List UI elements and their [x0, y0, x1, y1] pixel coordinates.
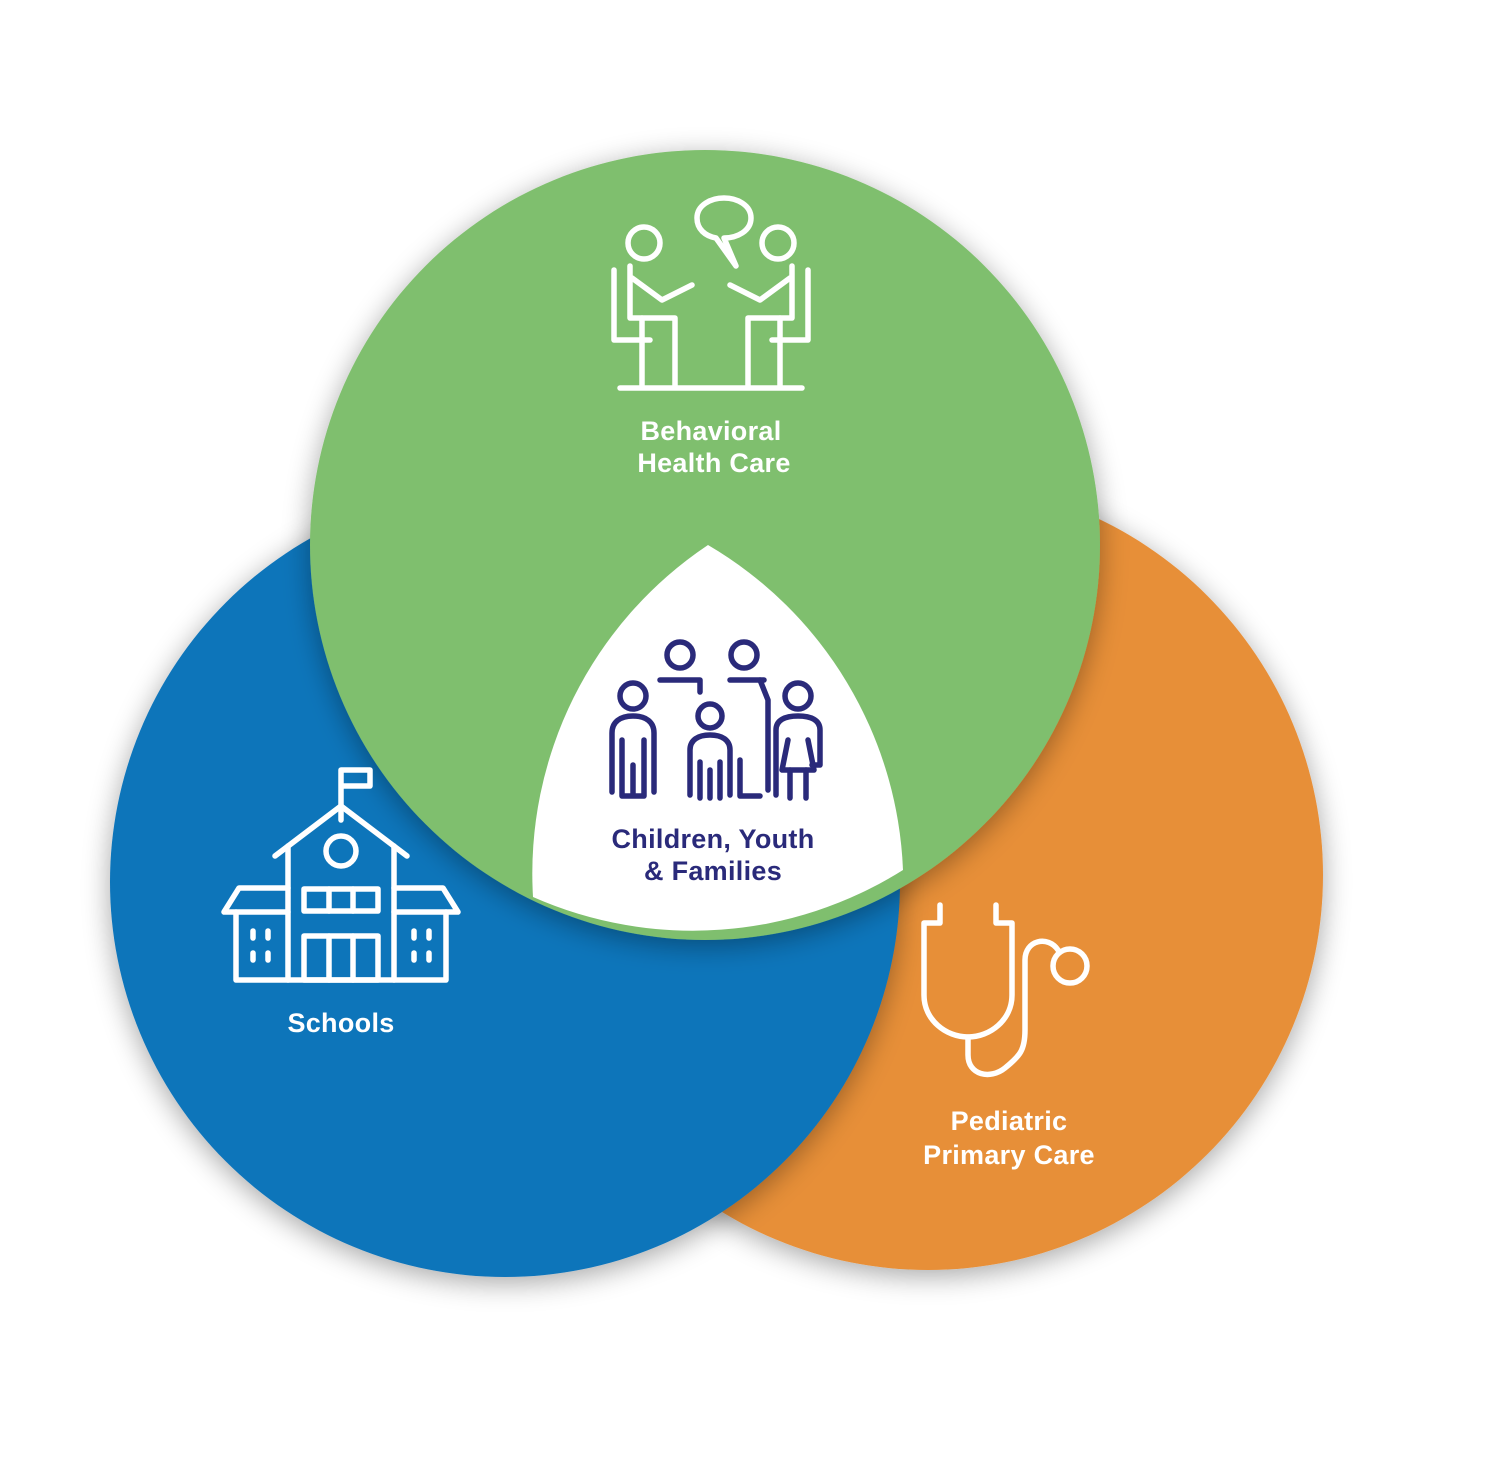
behavioral-label-line1: Behavioral: [640, 416, 781, 446]
counseling-session-icon: [611, 195, 811, 391]
behavioral-circle: [310, 150, 1100, 940]
stethoscope-icon: [921, 902, 1090, 1078]
behavioral-label-line2: Health Care: [637, 448, 790, 478]
pediatric-label-line2: Primary Care: [923, 1140, 1095, 1170]
center-label-line2: & Families: [644, 856, 782, 886]
pediatric-label-line1: Pediatric: [951, 1106, 1068, 1136]
family-icon: [609, 639, 823, 801]
school-building-icon: [221, 767, 461, 983]
center-label-line1: Children, Youth: [612, 824, 815, 854]
schools-label: Schools: [287, 1008, 394, 1038]
